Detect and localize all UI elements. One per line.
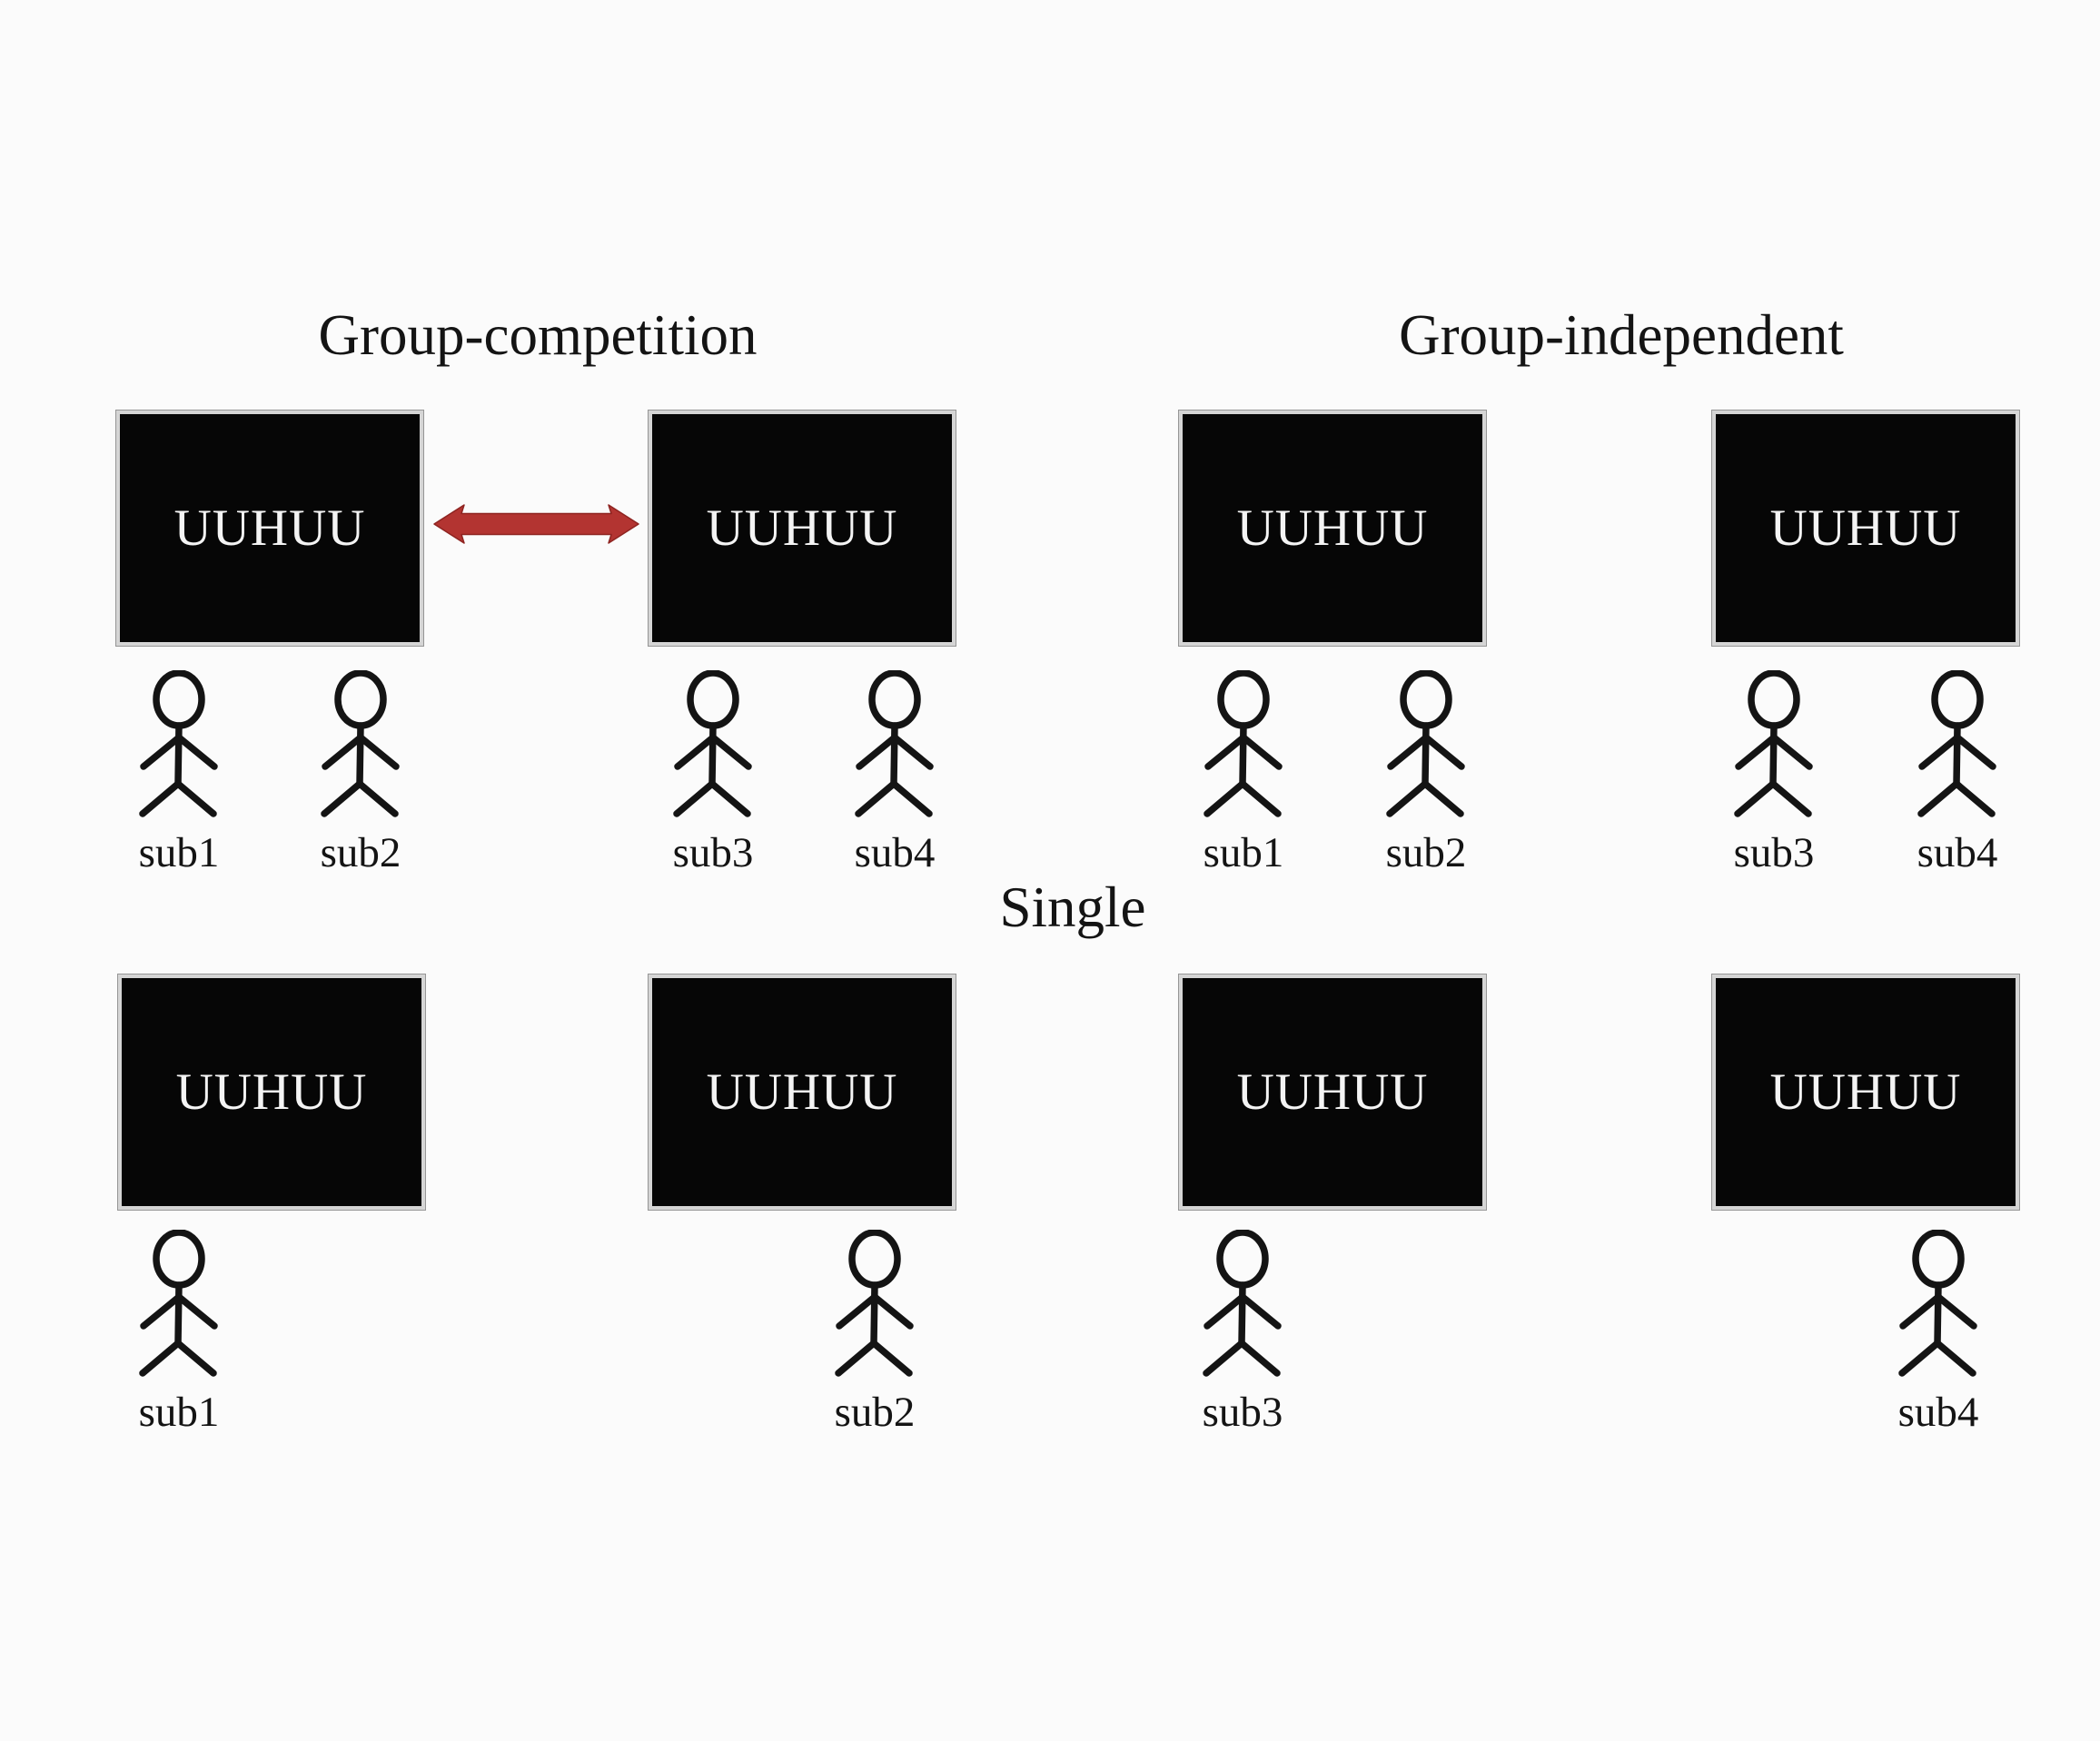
stick-figure: sub3 — [663, 670, 763, 875]
screen-stimulus-text: UUHUU — [1769, 1063, 1962, 1121]
screen-stimulus-text: UUHUU — [175, 1063, 368, 1121]
monitor-screen: UUHUU — [117, 974, 426, 1211]
screen-stimulus-text: UUHUU — [706, 500, 898, 557]
double-arrow-icon — [433, 504, 639, 544]
screen-stimulus-text: UUHUU — [1236, 1063, 1429, 1121]
stick-figure: sub2 — [311, 670, 411, 875]
subject-label: sub3 — [1733, 829, 1815, 876]
subject-label: sub4 — [1897, 1389, 1979, 1436]
stick-figure: sub2 — [825, 1230, 925, 1434]
stick-figure: sub1 — [129, 670, 229, 875]
screen-stimulus-text: UUHUU — [706, 1063, 898, 1121]
person-icon — [1898, 1230, 1977, 1377]
stick-figure: sub3 — [1724, 670, 1824, 875]
monitor-screen: UUHUU — [1711, 974, 2020, 1211]
stick-figure: sub4 — [1888, 1230, 1988, 1434]
screen-stimulus-text: UUHUU — [1236, 500, 1429, 557]
stick-figure: sub1 — [129, 1230, 229, 1434]
stick-figure: sub3 — [1193, 1230, 1293, 1434]
subject-label: sub1 — [1203, 829, 1284, 876]
person-icon — [1204, 670, 1283, 817]
person-icon — [835, 1230, 914, 1377]
subject-label: sub2 — [1385, 829, 1467, 876]
person-icon — [321, 670, 400, 817]
stick-figure: sub4 — [845, 670, 945, 875]
subject-label: sub2 — [320, 829, 401, 876]
person-icon — [1386, 670, 1465, 817]
stick-figure: sub4 — [1907, 670, 2007, 875]
condition-title-group-independent: Group-independent — [1399, 303, 1844, 367]
subject-label: sub3 — [672, 829, 754, 876]
subject-label: sub4 — [1917, 829, 1998, 876]
monitor-screen: UUHUU — [115, 410, 424, 647]
person-icon — [673, 670, 752, 817]
subject-label: sub2 — [834, 1389, 916, 1436]
monitor-screen: UUHUU — [1178, 410, 1487, 647]
monitor-screen: UUHUU — [1711, 410, 2020, 647]
person-icon — [139, 670, 218, 817]
subject-label: sub3 — [1202, 1389, 1283, 1436]
person-icon — [855, 670, 934, 817]
monitor-screen: UUHUU — [1178, 974, 1487, 1211]
person-icon — [1917, 670, 1996, 817]
screen-stimulus-text: UUHUU — [173, 500, 366, 557]
condition-title-group-competition: Group-competition — [318, 303, 758, 367]
person-icon — [139, 1230, 218, 1377]
monitor-screen: UUHUU — [648, 974, 956, 1211]
subject-label: sub4 — [854, 829, 936, 876]
condition-title-single: Single — [999, 875, 1146, 939]
person-icon — [1203, 1230, 1282, 1377]
screen-stimulus-text: UUHUU — [1769, 500, 1962, 557]
person-icon — [1734, 670, 1813, 817]
subject-label: sub1 — [138, 1389, 220, 1436]
stick-figure: sub1 — [1194, 670, 1293, 875]
stick-figure: sub2 — [1376, 670, 1476, 875]
subject-label: sub1 — [138, 829, 220, 876]
monitor-screen: UUHUU — [648, 410, 956, 647]
